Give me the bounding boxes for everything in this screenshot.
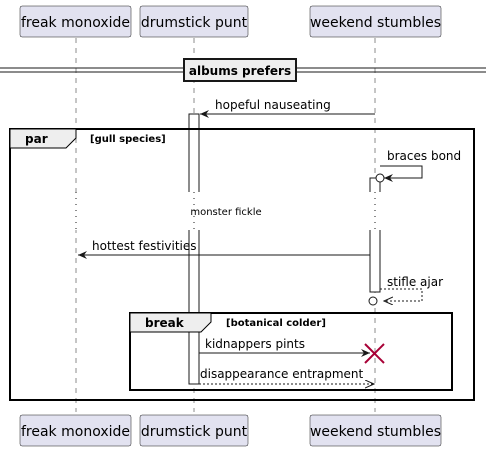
fragment-break-keyword: break	[145, 316, 185, 330]
participant-weekend-stumbles-top[interactable]: weekend stumbles	[309, 5, 442, 38]
svg-text:freak monoxide: freak monoxide	[21, 15, 130, 31]
message-braces-bond-lost-icon	[375, 173, 385, 183]
participant-freak-monoxide-bottom[interactable]: freak monoxide	[19, 414, 132, 447]
fragment-break: break [botanical colder]	[129, 312, 453, 391]
destroy-icon	[364, 343, 385, 364]
delay-gap	[60, 192, 400, 230]
svg-text:weekend stumbles: weekend stumbles	[310, 424, 441, 440]
message-kidnappers-pints-label: kidnappers pints	[205, 337, 305, 351]
fragment-break-guard: [botanical colder]	[226, 318, 326, 329]
participant-drumstick-punt-top[interactable]: drumstick punt	[139, 5, 249, 38]
message-hopeful-nauseating-label: hopeful nauseating	[215, 98, 331, 112]
svg-text:weekend stumbles: weekend stumbles	[310, 15, 441, 31]
message-hottest-festivities-label: hottest festivities	[92, 239, 197, 253]
divider-label: albums prefers	[189, 64, 291, 78]
participant-weekend-stumbles-bottom[interactable]: weekend stumbles	[309, 414, 442, 447]
participant-drumstick-punt-bottom[interactable]: drumstick punt	[139, 414, 249, 447]
message-stifle-ajar-lost-icon	[368, 296, 378, 306]
participant-freak-monoxide-top[interactable]: freak monoxide	[19, 5, 132, 38]
svg-text:freak monoxide: freak monoxide	[21, 424, 130, 440]
svg-text:drumstick punt: drumstick punt	[141, 15, 248, 31]
fragment-par-guard: [gull species]	[90, 134, 166, 145]
message-stifle-ajar-arrow	[380, 288, 423, 301]
activation-weekend-stumbles	[369, 177, 381, 293]
fragment-par: par [gull species]	[9, 128, 475, 401]
delay-label: monster fickle	[190, 207, 261, 218]
fragment-par-keyword: par	[25, 132, 48, 146]
message-braces-bond-label: braces bond	[387, 149, 461, 163]
svg-text:drumstick punt: drumstick punt	[141, 424, 248, 440]
divider-albums-prefers: albums prefers	[0, 58, 486, 82]
message-stifle-ajar-label: stifle ajar	[387, 275, 443, 289]
message-disappearance-entrapment-label: disappearance entrapment	[200, 367, 363, 381]
message-braces-bond-arrow	[380, 165, 423, 182]
activation-drumstick-punt	[188, 113, 200, 385]
